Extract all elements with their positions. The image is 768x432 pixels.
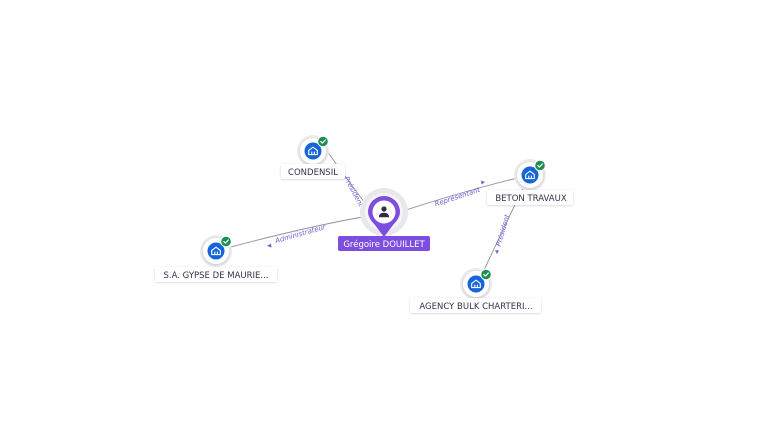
person-icon-bg: [372, 200, 396, 224]
company-label: BETON TRAVAUX: [495, 194, 566, 204]
center-person-label: Grégoire DOUILLET: [343, 239, 425, 250]
company-node-condensil[interactable]: CONDENSIL: [281, 135, 345, 179]
edge-label-representant: Représentant: [434, 186, 482, 208]
person-icon: [378, 206, 390, 218]
building-icon-bg: [207, 242, 225, 260]
verified-check-icon: [221, 236, 231, 247]
edge-arrow: [267, 243, 272, 248]
edge-label-president-2: Président: [495, 213, 512, 247]
building-icon: [471, 279, 481, 289]
company-label: S.A. GYPSE DE MAURIE...: [164, 271, 269, 281]
company-label: AGENCY BULK CHARTERI...: [419, 302, 532, 312]
edge-arrow: [495, 250, 499, 254]
building-icon: [525, 170, 535, 180]
building-icon-bg: [521, 166, 539, 184]
building-icon-bg: [467, 275, 485, 293]
company-label: CONDENSIL: [288, 168, 338, 178]
center-person-node[interactable]: Grégoire DOUILLET: [338, 188, 430, 251]
edge-label-president: Président: [342, 175, 365, 208]
verified-check-icon: [481, 269, 491, 280]
building-icon-bg: [304, 142, 322, 160]
building-icon: [308, 146, 318, 156]
company-node-beton-travaux[interactable]: BETON TRAVAUX: [487, 159, 573, 205]
edge-center-condensil: Président: [326, 150, 369, 208]
verified-check-icon: [318, 136, 328, 147]
company-node-gypse[interactable]: S.A. GYPSE DE MAURIE...: [155, 235, 277, 282]
edge-arrow: [481, 180, 485, 185]
company-node-agency-bulk[interactable]: AGENCY BULK CHARTERI...: [410, 268, 541, 313]
building-icon: [211, 246, 221, 256]
center-label-bg: [338, 236, 430, 251]
verified-check-icon: [535, 160, 545, 171]
